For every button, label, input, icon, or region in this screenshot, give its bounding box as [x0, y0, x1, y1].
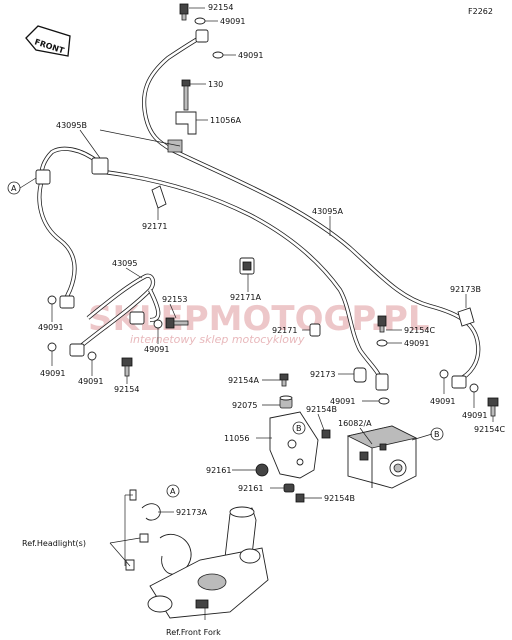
label-49091-left-3: 49091: [78, 377, 103, 386]
ref-headlight-label: Ref.Headlight(s): [22, 539, 86, 548]
svg-text:A: A: [11, 184, 17, 193]
washer-left-2: [47, 342, 57, 352]
leader-lines: [19, 7, 494, 620]
clamp-92171a: [239, 257, 255, 275]
label-11056a: 11056A: [210, 116, 241, 125]
washer-right-2: [469, 383, 479, 393]
label-43095b: 43095B: [56, 121, 87, 130]
label-92154c-top: 92154C: [404, 326, 435, 335]
label-92161-low: 92161: [238, 484, 263, 493]
callout-a-bottom: A: [166, 484, 180, 498]
washer-left-3: [87, 351, 97, 361]
svg-text:B: B: [296, 424, 302, 433]
hose-fitting-top: [195, 29, 209, 43]
bolt-92153: [165, 317, 189, 329]
label-92171-left: 92171: [142, 222, 167, 231]
label-92171a: 92171A: [230, 293, 261, 302]
clamp-92171-left: [151, 185, 167, 209]
banjo-bolt-92154c-top: [377, 315, 387, 333]
washer-abs: [378, 397, 390, 405]
callout-a-left: A: [7, 181, 21, 195]
hose-fitting-abs-left: [375, 373, 389, 391]
ref-front-fork-label: Ref.Front Fork: [166, 628, 221, 637]
watermark-tagline: internetowy sklep motocyklowy: [130, 333, 305, 346]
label-92161-top: 92161: [206, 466, 231, 475]
svg-text:A: A: [170, 487, 176, 496]
label-130: 130: [208, 80, 223, 89]
front-fork-steering-stem: [147, 506, 269, 619]
label-92171-mid: 92171: [272, 326, 297, 335]
hose-fitting-43095-end: [129, 311, 145, 325]
clamp-92173: [353, 367, 367, 383]
label-49091-abs: 49091: [330, 397, 355, 406]
bracket-11056a: [167, 111, 197, 153]
label-92075: 92075: [232, 401, 257, 410]
label-92173: 92173: [310, 370, 335, 379]
label-92154a: 92154A: [228, 376, 259, 385]
clamp-92173b: [457, 307, 475, 327]
hose-fitting-left: [35, 169, 51, 185]
bolt-92154b-low: [295, 493, 305, 503]
banjo-bolt-92154c-low: [487, 397, 499, 417]
hose-joint-left: [91, 157, 109, 175]
bolt-92154b-top: [321, 429, 331, 439]
label-92173a: 92173A: [176, 508, 207, 517]
front-direction-arrow: FRONT: [25, 25, 71, 57]
washer-left-4: [153, 319, 163, 329]
hose-fitting-left-2: [69, 343, 85, 357]
label-92154b-low: 92154B: [324, 494, 355, 503]
bolt-92154a: [279, 373, 289, 387]
label-92154c-low: 92154C: [474, 425, 505, 434]
label-43095: 43095: [112, 259, 137, 268]
headlight-bracket: [125, 489, 192, 575]
label-92153: 92153: [162, 295, 187, 304]
washer-mid: [376, 339, 388, 347]
washer-right-1: [439, 369, 449, 379]
washer-top-2: [212, 51, 224, 59]
label-11056: 11056: [224, 434, 249, 443]
clamp-92173a: [141, 503, 161, 521]
damper-92161-low: [283, 483, 295, 493]
label-49091-right-2: 49091: [462, 411, 487, 420]
part-labels: 92154 49091 49091 130 11056A 43095B 4309…: [22, 3, 505, 637]
bolt-130: [181, 79, 191, 111]
label-49091-mid: 49091: [404, 339, 429, 348]
abs-unit-16082a: [346, 425, 418, 489]
label-49091-top: 49091: [220, 17, 245, 26]
label-49091-left-2: 49091: [40, 369, 65, 378]
label-92173b: 92173B: [450, 285, 481, 294]
label-49091-left-4: 49091: [144, 345, 169, 354]
washer-left-1: [47, 295, 57, 305]
callout-b-abs: B: [430, 427, 444, 441]
label-49091-top-2: 49091: [238, 51, 263, 60]
banjo-bolt-top: [179, 3, 189, 21]
banjo-bolt-left-low: [121, 357, 133, 377]
label-49091-left-1: 49091: [38, 323, 63, 332]
clamp-92171-mid: [309, 323, 321, 337]
label-49091-right-1: 49091: [430, 397, 455, 406]
label-43095a: 43095A: [312, 207, 343, 216]
svg-text:B: B: [434, 430, 440, 439]
label-16082a: 16082/A: [338, 419, 372, 428]
figure-code: F2262: [468, 7, 493, 16]
damper-92075: [279, 395, 293, 409]
label-92154b-top: 92154B: [306, 405, 337, 414]
label-92154-low: 92154: [114, 385, 139, 394]
hose-fitting-right: [451, 375, 467, 389]
bracket-11056: [269, 411, 319, 479]
hose-fitting-left-1: [59, 295, 75, 309]
washer-top-1: [194, 17, 206, 25]
damper-92161-top: [255, 463, 269, 477]
label-92154-top: 92154: [208, 3, 233, 12]
watermark-brand: SKLEPMOTOGP.PL: [88, 299, 430, 339]
callout-b-bracket: B: [292, 421, 306, 435]
